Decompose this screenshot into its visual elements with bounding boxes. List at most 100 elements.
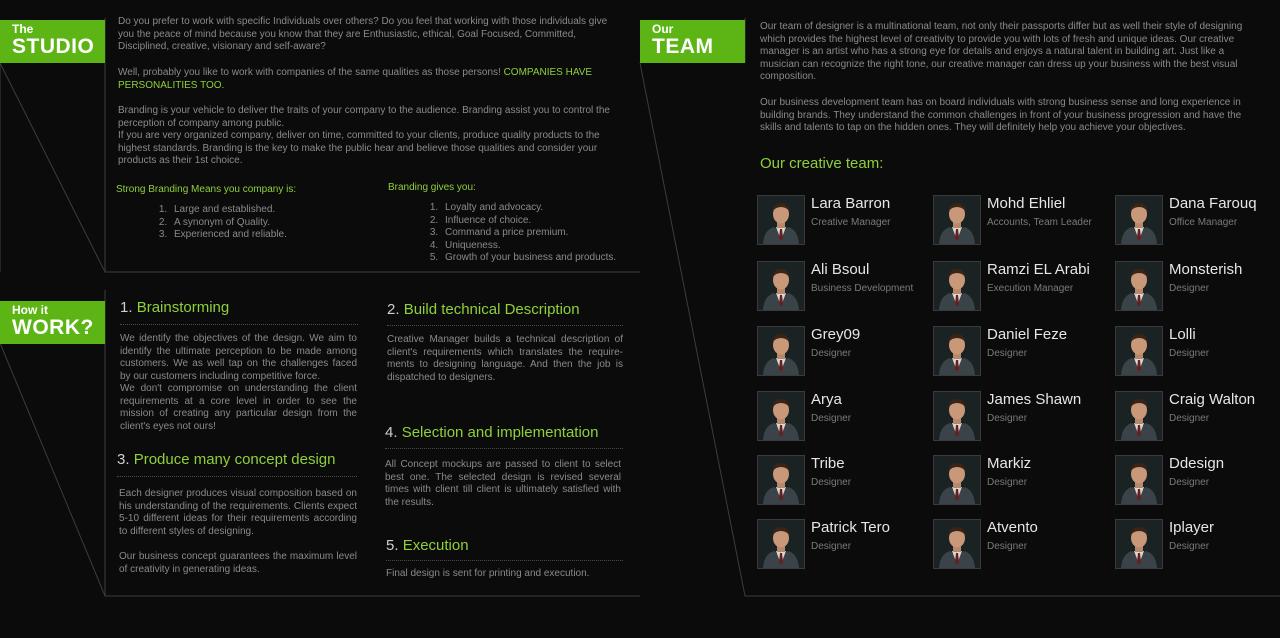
member-role: Designer [811,477,852,488]
step-title-text: Selection and implementation [401,424,599,441]
avatar [933,455,981,505]
how-tag: How it WORK? [0,301,105,344]
studio-tag: The STUDIO [0,20,105,63]
list-item: Loyalty and advocacy. [441,202,661,215]
step-title-text: Brainstorming [136,299,230,316]
step-title-text: Build technical Description [403,301,580,318]
branding-means-list: Large and established. A synonym of Qual… [148,204,390,242]
step-number: 1. [120,299,133,316]
member-name: Atvento [987,519,1038,536]
step-5-title: 5. Execution [386,537,469,554]
avatar [933,326,981,376]
step-3-title: 3. Produce many concept design [117,451,335,468]
avatar [1115,519,1163,569]
member-role: Designer [987,477,1028,488]
member-role: Designer [1169,348,1210,359]
step-5-text: Final design is sent for printing and ex… [386,568,590,579]
team-para-2: Our business development team has on boa… [760,97,1242,133]
step-title-text: Produce many concept design [133,451,336,468]
list-item: Command a price premium. [441,227,661,240]
member-role: Designer [811,348,852,359]
member-name: Daniel Feze [987,326,1068,343]
branding-gives-title: Branding gives you: [388,182,476,193]
studio-para-3: Branding is your vehicle to deliver the … [118,105,610,129]
step-number: 4. [385,424,398,441]
studio-tag-small: The [12,22,34,36]
divider [117,476,357,477]
avatar [757,519,805,569]
avatar [1115,455,1163,505]
member-name: Arya [811,391,842,408]
member-name: Mohd Ehliel [987,195,1066,212]
step-4-title: 4. Selection and implementation [385,424,598,441]
step-1-title: 1. Brainstorming [120,299,229,316]
divider [387,325,623,326]
avatar [757,195,805,245]
member-role: Designer [1169,541,1210,552]
member-role: Designer [1169,477,1210,488]
member-name: Ddesign [1169,455,1225,472]
studio-para-1: Do you prefer to work with specific Indi… [118,16,608,52]
studio-para-2-highlight: COMPANIES HAVE PERSONALITIES TOO. [118,67,593,91]
member-name: Markiz [987,455,1032,472]
studio-para-2-text: Well, probably you like to work with com… [118,67,504,78]
member-role: Business Development [811,283,914,294]
avatar [757,391,805,441]
list-item: Growth of your business and products. [441,252,661,265]
step-1-text-2: We don't compromise on understanding the… [120,383,357,432]
member-name: Iplayer [1169,519,1215,536]
list-item: Large and established. [170,204,390,217]
member-name: Craig Walton [1169,391,1256,408]
team-tag-big: TEAM [652,35,714,58]
member-role: Designer [811,413,852,424]
list-item: A synonym of Quality. [170,217,390,230]
member-name: Ali Bsoul [811,261,870,278]
step-1-text: We identify the objectives of the design… [120,333,357,382]
step-number: 3. [117,451,130,468]
divider [385,448,623,449]
creative-team-title: Our creative team: [760,155,884,172]
studio-para-2: Well, probably you like to work with com… [118,67,622,92]
branding-gives-list: Loyalty and advocacy. Influence of choic… [419,202,661,265]
divider [386,560,623,561]
member-name: Patrick Tero [811,519,890,536]
studio-para-4: If you are very organized company, deliv… [118,130,600,166]
member-role: Execution Manager [987,283,1074,294]
member-role: Designer [1169,413,1210,424]
how-tag-small: How it [12,303,48,317]
avatar [757,261,805,311]
list-item: Uniqueness. [441,240,661,253]
member-role: Creative Manager [811,217,891,228]
avatar [1115,326,1163,376]
list-item: Influence of choice. [441,215,661,228]
avatar [1115,261,1163,311]
member-name: Dana Farouq [1169,195,1257,212]
how-tag-big: WORK? [12,316,94,339]
member-role: Office Manager [1169,217,1238,228]
member-role: Designer [987,541,1028,552]
avatar [1115,195,1163,245]
member-role: Accounts, Team Leader [987,217,1092,228]
avatar [933,195,981,245]
avatar [933,519,981,569]
member-name: Grey09 [811,326,861,343]
step-3-text: Each designer produces visual compositio… [119,488,357,537]
avatar [757,326,805,376]
